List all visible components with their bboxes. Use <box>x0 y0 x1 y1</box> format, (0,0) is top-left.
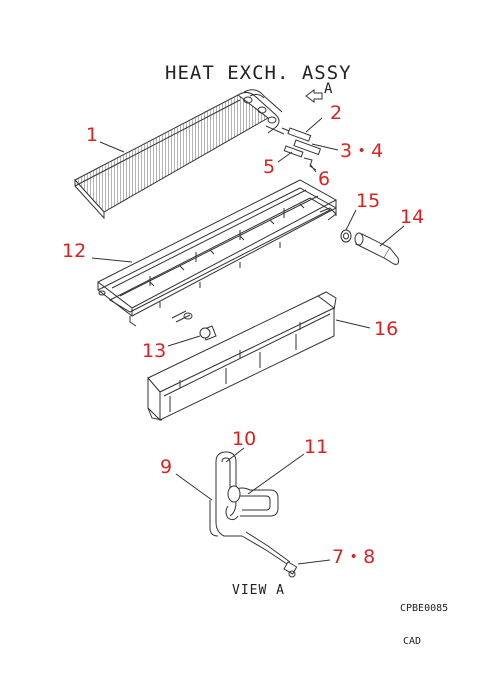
callout-13: 13 <box>142 340 167 362</box>
callout-5: 5 <box>263 156 276 178</box>
callout-15: 15 <box>356 190 381 212</box>
view-a-arrow <box>305 89 323 103</box>
callout-2: 2 <box>330 102 343 124</box>
hose-clamp <box>340 229 352 243</box>
callout-9: 9 <box>160 456 173 478</box>
callout-10: 10 <box>232 428 257 450</box>
callout-16: 16 <box>374 318 399 340</box>
callout-11: 11 <box>304 436 329 458</box>
callout-14: 14 <box>400 206 425 228</box>
callout-1: 1 <box>86 124 99 146</box>
pipe-fittings <box>283 127 322 171</box>
cad-mark: CAD <box>403 636 422 647</box>
callout-3-4: 3・4 <box>340 140 384 162</box>
view-caption: VIEW A <box>232 583 285 598</box>
callout-12: 12 <box>62 240 87 262</box>
callout-6: 6 <box>318 168 331 190</box>
heat-exchanger-coil <box>74 89 297 220</box>
diagram-title: HEAT EXCH. ASSY <box>165 62 352 84</box>
view-arrow-label: A <box>324 81 333 97</box>
screw-part <box>199 325 217 341</box>
callout-7-8: 7・8 <box>332 546 376 568</box>
leader-lines <box>91 117 405 565</box>
drain-hose <box>354 232 399 265</box>
drain-pan-frame <box>97 179 338 327</box>
view-a-piping <box>209 451 298 578</box>
drawing-code: CPBE0085 <box>400 603 449 614</box>
front-panel <box>147 291 337 422</box>
